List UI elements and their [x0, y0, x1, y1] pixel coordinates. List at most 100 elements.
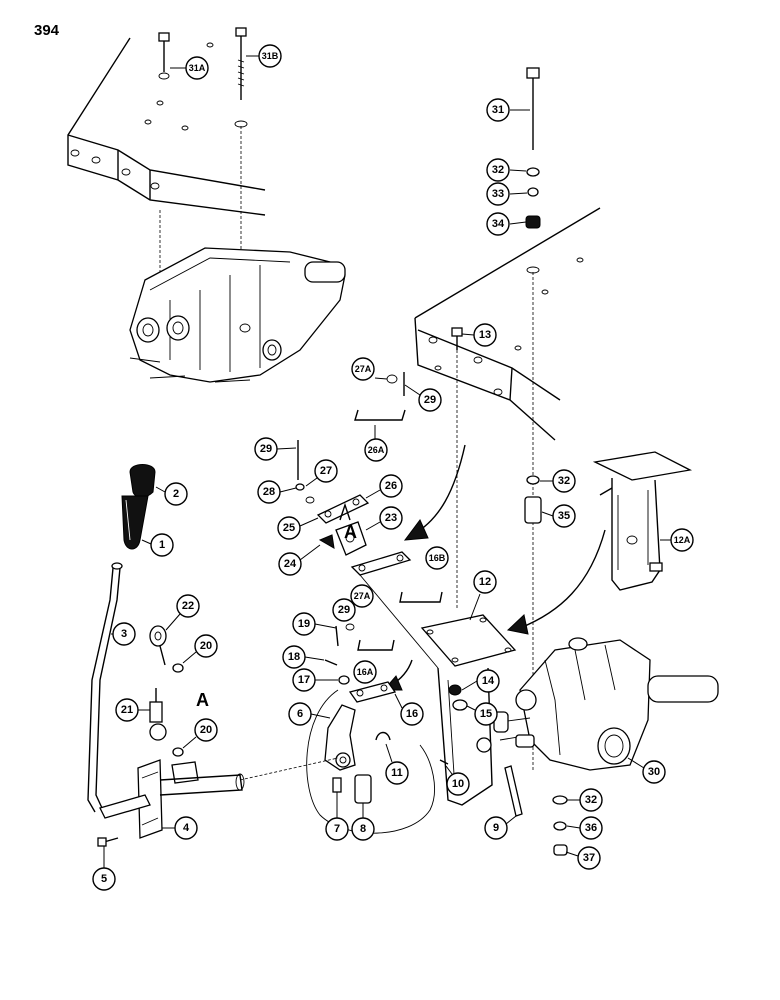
- svg-text:9: 9: [493, 822, 499, 834]
- svg-text:30: 30: [648, 766, 660, 778]
- svg-text:28: 28: [263, 486, 275, 498]
- bolt-13: [451, 327, 463, 610]
- callout-16a: 16A: [353, 660, 377, 684]
- svg-text:20: 20: [200, 640, 212, 652]
- callout-21: 21: [115, 698, 150, 722]
- upper-frame-plate: [67, 37, 266, 216]
- svg-text:10: 10: [452, 778, 464, 790]
- callout-10: 10: [445, 765, 470, 796]
- washer-32-middle: [526, 475, 540, 485]
- callout-14: 14: [461, 669, 500, 693]
- pin-9: [504, 765, 523, 817]
- callout-6: 6: [288, 702, 331, 726]
- setscrew-7: [332, 777, 342, 793]
- svg-text:16: 16: [406, 708, 418, 720]
- detail-a-label: A: [196, 690, 209, 710]
- knob-2: [129, 464, 156, 498]
- svg-text:6: 6: [297, 708, 303, 720]
- svg-text:32: 32: [585, 794, 597, 806]
- arrow-head-1: [403, 519, 429, 541]
- callout-5: 5: [92, 846, 116, 891]
- callout-30: 30: [627, 757, 666, 784]
- callout-34: 34: [486, 212, 527, 236]
- callout-32-low: 32: [567, 788, 603, 812]
- clip-11: [375, 731, 391, 741]
- callout-20-upper: 20: [182, 634, 218, 664]
- callout-31: 31: [486, 98, 530, 122]
- svg-text:37: 37: [583, 852, 595, 864]
- svg-text:21: 21: [121, 704, 133, 716]
- svg-text:27A: 27A: [354, 591, 371, 601]
- callout-8: 8: [351, 803, 375, 841]
- svg-text:19: 19: [298, 618, 310, 630]
- detail-a-label-upper: A: [344, 522, 357, 542]
- right-frame-plate: [414, 207, 601, 441]
- nut-20-lower: [172, 747, 184, 757]
- callout-4: 4: [162, 816, 198, 840]
- svg-text:17: 17: [298, 674, 310, 686]
- svg-text:13: 13: [479, 329, 491, 341]
- svg-text:7: 7: [334, 823, 340, 835]
- bolt-31: [525, 67, 541, 770]
- callout-13: 13: [461, 323, 497, 347]
- bolt-31a: [158, 32, 170, 80]
- callout-29-low: 29: [332, 598, 356, 622]
- link-26a: [354, 372, 406, 445]
- lower-control-valve: [493, 637, 719, 771]
- grip-1: [121, 495, 149, 550]
- svg-text:27A: 27A: [355, 364, 372, 374]
- svg-text:29: 29: [260, 443, 272, 455]
- callout-15: 15: [466, 702, 498, 726]
- callout-24: 24: [278, 544, 321, 576]
- svg-text:26A: 26A: [368, 445, 385, 455]
- callout-28: 28: [257, 480, 297, 504]
- svg-text:34: 34: [492, 218, 505, 230]
- svg-text:18: 18: [288, 651, 300, 663]
- callout-29-mid: 29: [254, 437, 297, 461]
- bushing-8: [354, 774, 372, 804]
- washer-36: [553, 821, 567, 831]
- svg-text:20: 20: [200, 724, 212, 736]
- link-16b: [399, 591, 443, 603]
- callout-37: 37: [565, 846, 601, 870]
- svg-text:36: 36: [585, 822, 597, 834]
- pin-18: [324, 659, 338, 666]
- callout-17: 17: [292, 668, 338, 692]
- svg-text:31B: 31B: [262, 51, 279, 61]
- svg-text:1: 1: [159, 539, 165, 551]
- svg-text:35: 35: [558, 510, 570, 522]
- svg-text:15: 15: [480, 708, 492, 720]
- bellcrank-23: [318, 502, 367, 556]
- callout-32-mid: 32: [540, 469, 576, 493]
- svg-text:12: 12: [479, 576, 491, 588]
- callout-27a-low: 27A: [350, 584, 374, 608]
- callout-27a-top: 27A: [351, 357, 388, 381]
- shaft-guide: [239, 757, 339, 781]
- svg-text:26: 26: [385, 480, 397, 492]
- link-plate-16: [348, 681, 397, 703]
- mount-plate-12: [420, 614, 517, 806]
- callout-26a: 26A: [364, 438, 388, 462]
- callout-1: 1: [141, 533, 174, 557]
- svg-text:32: 32: [492, 164, 504, 176]
- svg-text:31A: 31A: [189, 63, 206, 73]
- svg-text:16B: 16B: [429, 553, 446, 563]
- arrow-to-plate: [519, 529, 606, 629]
- arm-6: [324, 704, 356, 771]
- link-16a: [335, 623, 395, 651]
- svg-text:24: 24: [284, 558, 297, 570]
- svg-text:11: 11: [391, 767, 403, 779]
- callout-29-top: 29: [404, 384, 442, 412]
- callout-31a: 31A: [170, 56, 209, 80]
- svg-text:3: 3: [121, 628, 127, 640]
- svg-text:12A: 12A: [674, 535, 691, 545]
- callout-16: 16: [394, 693, 424, 726]
- svg-text:29: 29: [424, 394, 436, 406]
- svg-text:33: 33: [492, 188, 504, 200]
- callout-20-lower: 20: [182, 718, 218, 749]
- svg-text:32: 32: [558, 475, 570, 487]
- callout-16b: 16B: [425, 546, 449, 570]
- control-rod: [359, 574, 439, 669]
- callout-27: 27: [305, 459, 338, 487]
